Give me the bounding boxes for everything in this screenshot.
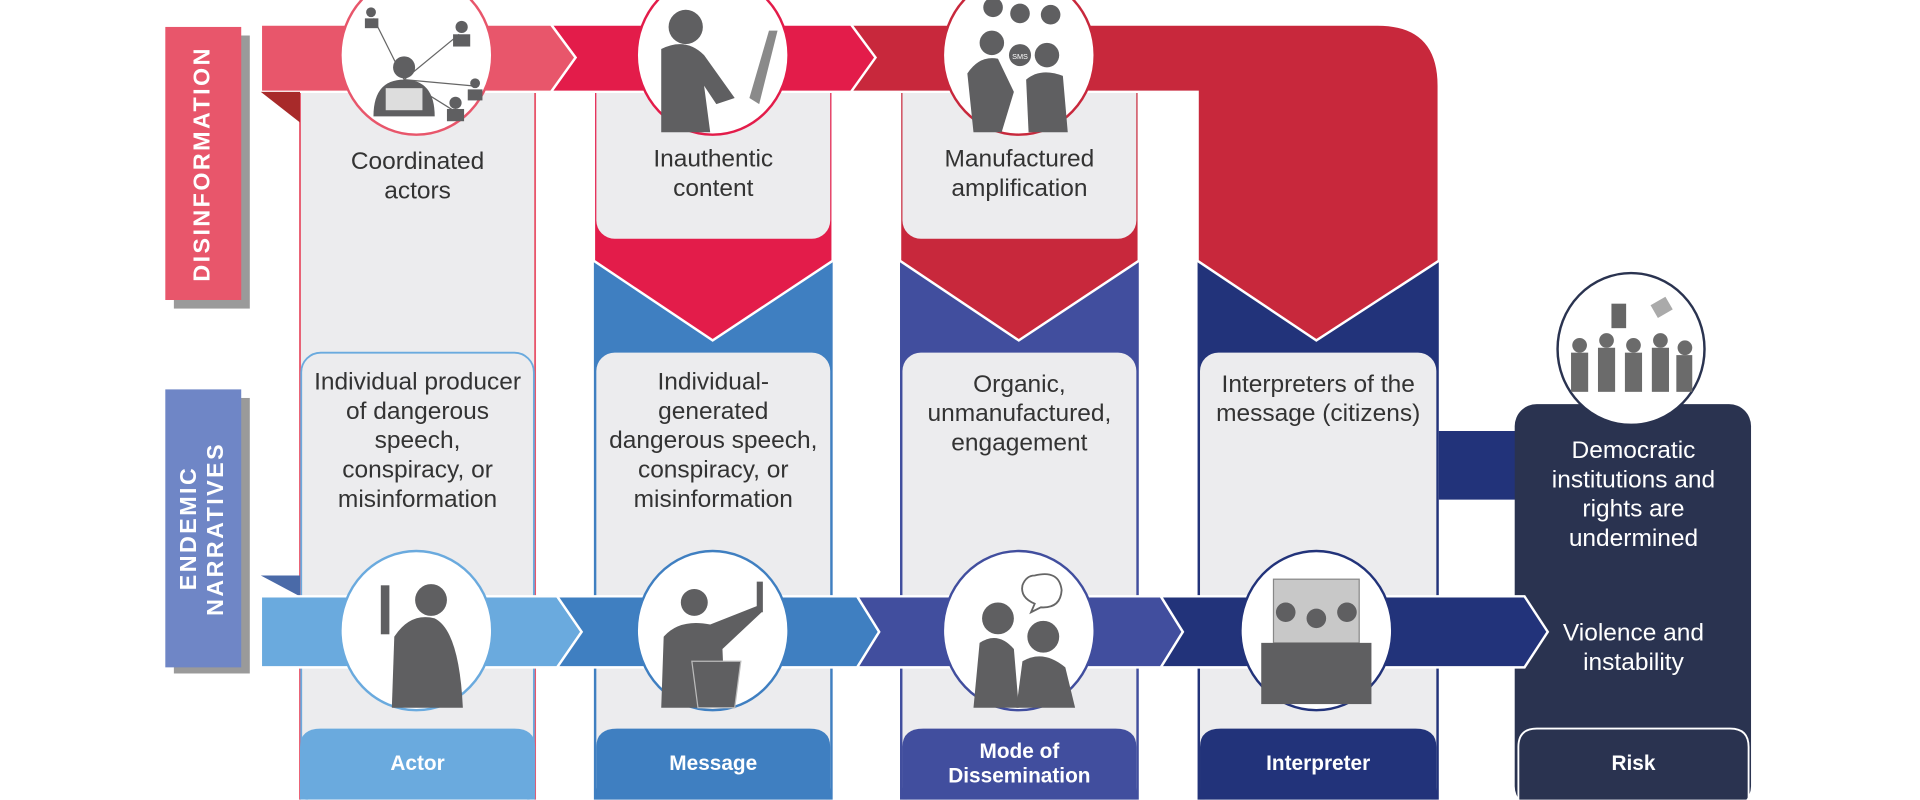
organic-engagement-text: Organic, unmanufactured, engagement [927,371,1112,457]
endemic-narratives-row-label: ENDEMIC NARRATIVES [176,441,229,616]
risk-democratic-institutions-text: Democratic institutions and rights are u… [1551,437,1716,553]
people-with-phones-icon: SMS [941,0,1096,136]
person-at-computer-icon [635,0,790,136]
actor-column-label: Actor [390,751,445,776]
mode-column-label: Mode of Dissemination [948,739,1091,788]
ribbon-fold [260,91,301,123]
mode-label-bg [902,728,1137,800]
interpreter-column-label: Interpreter [1266,751,1371,776]
individual-producer-text: Individual producer of dangerous speech,… [314,368,522,514]
interpreters-text: Interpreters of the message (citizens) [1216,371,1421,428]
audience-presentation-icon [1239,549,1394,712]
disinformation-row-label: DISINFORMATION [189,45,216,282]
disinformation-label-bg [165,26,242,301]
endemic-label-bg [165,389,242,668]
coordinated-actors-icon [339,0,494,136]
message-column-label: Message [669,751,758,776]
mode-top-box [902,73,1137,239]
actor-label-bg [300,728,536,800]
risk-divider [1517,727,1750,800]
manufactured-amplification-text: Manufactured amplification [944,145,1095,203]
amplification-band [849,23,1441,342]
interpreter-label-bg [1200,728,1437,800]
risk-column [1514,404,1752,800]
message-label-bg [596,728,831,800]
people-talking-icon [941,549,1096,712]
individual-generated-speech-text: Individual-generated dangerous speech, c… [609,368,818,514]
inauthentic-content-text: Inauthentic content [653,145,774,203]
protest-crowd-icon [1556,271,1706,427]
sms-icon-text: SMS [1012,52,1028,61]
speaker-at-podium-icon [635,549,790,712]
speaker-pointing-icon [339,549,494,712]
message-top-box [596,73,831,239]
risk-violence-text: Violence and instability [1562,619,1705,676]
coordinated-actors-text: Coordinated actors [350,148,485,205]
risk-column-label: Risk [1611,751,1656,776]
ribbon-fold [260,575,301,597]
